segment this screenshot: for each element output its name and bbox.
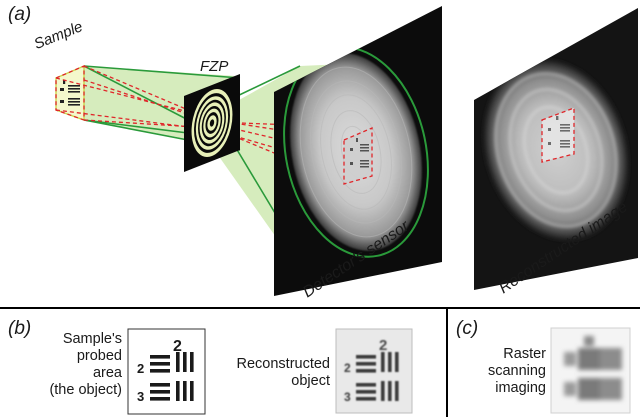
object-label-line-4: (the object) (49, 382, 122, 398)
vertical-divider (446, 308, 448, 417)
object-label-line-1: Sample's (62, 331, 122, 347)
object-label-line-3: area (92, 365, 122, 381)
reconstructed-image-plate (474, 8, 638, 290)
raster-label: Raster scanning imaging (474, 346, 546, 397)
svg-text:3: 3 (344, 390, 351, 404)
recon-label-line-1: Reconstructed (236, 356, 331, 372)
reconstructed-patch (541, 107, 575, 163)
raster-label-line-1: Raster (503, 346, 546, 362)
target-digit-bot: 3 (137, 389, 144, 404)
reconstructed-object-label: Reconstructed object (232, 356, 331, 390)
detector-sensor (274, 6, 442, 296)
panel-c-letter: (c) (456, 318, 479, 339)
fzp-label: FZP (200, 58, 229, 75)
object-target-sharp: 2 2 3 (127, 328, 206, 415)
fzp-plate (184, 74, 240, 172)
svg-text:2: 2 (379, 337, 387, 354)
raster-label-line-3: imaging (495, 380, 546, 396)
target-digit-mid: 2 (137, 361, 144, 376)
recon-label-line-2: object (291, 373, 330, 389)
panel-b-letter: (b) (8, 318, 32, 339)
reconstructed-object-target: 2 2 3 (335, 328, 413, 414)
svg-text:2: 2 (344, 361, 351, 375)
raster-label-line-2: scanning (487, 363, 546, 379)
object-label: Sample's probed area (the object) (30, 331, 122, 399)
horizontal-divider (0, 307, 640, 309)
raster-scan-image (550, 327, 631, 414)
target-digit-top: 2 (173, 338, 182, 355)
detector-patch (343, 127, 373, 185)
panel-a-letter: (a) (8, 4, 32, 25)
object-label-line-2: probed (76, 348, 122, 364)
